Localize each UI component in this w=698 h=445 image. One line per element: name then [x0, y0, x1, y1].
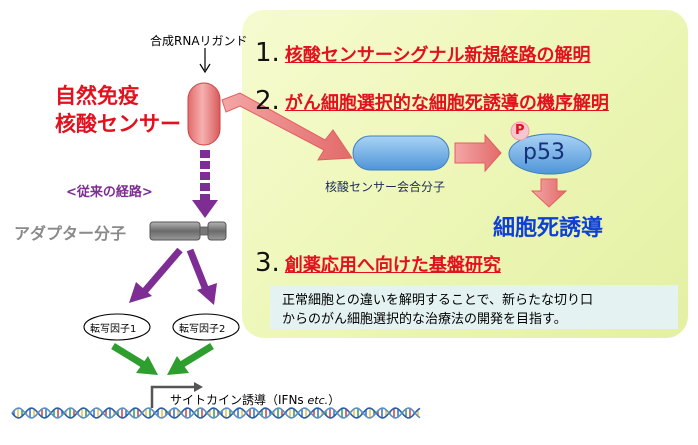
sensor-complex-label: 核酸センサー会合分子 [325, 180, 446, 194]
sensor-title-line2: 核酸センサー [55, 112, 181, 136]
promoter-arrow [150, 382, 203, 408]
dna-strand [11, 407, 421, 419]
goal-item-2: 2. がん細胞選択的な細胞死誘導の機序解明 [255, 86, 609, 116]
complex-to-p53-arrow [454, 133, 502, 173]
p53-label: p53 [523, 140, 565, 165]
adapter-molecule-label: アダプター分子 [14, 224, 127, 243]
synthetic-rna-ligand-label: 合成RNAリガンド [150, 34, 248, 48]
dna-helix [11, 407, 421, 419]
highlight-panel [242, 10, 688, 338]
tf2-green-arrow [167, 343, 214, 375]
adapter-to-tf1-arrow [129, 247, 183, 303]
p53-to-death-arrow [530, 178, 568, 208]
phosphate-label: P [515, 123, 525, 138]
cell-death-induction-label: 細胞死誘導 [493, 216, 604, 241]
p53-shape [508, 133, 592, 175]
goal-item-3: 3. 創薬応用へ向けた基盤研究 [255, 248, 501, 278]
cytokine-etc-text: etc. [307, 394, 329, 407]
nucleic-acid-sensor-shape [187, 82, 221, 146]
ligand-arrow [199, 48, 211, 74]
note-line-2: からのがん細胞選択的な治療法の開発を目指す。 [282, 312, 567, 327]
dna-strand [11, 407, 421, 419]
adapter-to-tf2-arrow [186, 248, 217, 305]
goal-item-1-number: 1. [255, 38, 280, 68]
cytokine-close-text: ） [328, 393, 341, 407]
goal-item-2-number: 2. [255, 86, 280, 116]
nucleic-acid-sensor-title: 自然免疫 核酸センサー [55, 82, 181, 138]
conventional-pathway-label: <従来の経路> [66, 185, 153, 200]
tf1-green-arrow [111, 343, 158, 375]
goal-item-3-text: 創薬応用へ向けた基盤研究 [284, 255, 501, 276]
adapter-molecule-shape [149, 221, 227, 241]
goal-item-1-text: 核酸センサーシグナル新規経路の解明 [284, 45, 591, 66]
note-line-1: 正常細胞との違いを解明することで、新らたな切り口 [282, 293, 593, 308]
goal-item-2-text: がん細胞選択的な細胞死誘導の機序解明 [284, 93, 609, 114]
sensor-title-line1: 自然免疫 [55, 84, 139, 108]
tf2-ellipse [172, 313, 240, 341]
tf1-ellipse [83, 313, 151, 341]
transcription-factor-2-label: 転写因子2 [179, 324, 226, 335]
sensor-complex-shape [352, 135, 450, 171]
conventional-pathway-arrow [192, 150, 218, 218]
cytokine-label-text: サイトカイン誘導（IFNs [170, 393, 308, 407]
goal-note-box: 正常細胞との違いを解明することで、新らたな切り口 からのがん細胞選択的な治療法の… [270, 285, 678, 329]
transcription-factor-1-label: 転写因子1 [90, 324, 137, 335]
goal-item-1: 1. 核酸センサーシグナル新規経路の解明 [255, 38, 591, 68]
phosphate-circle [510, 121, 530, 141]
sensor-to-complex-arrow [221, 92, 353, 161]
goal-item-3-number: 3. [255, 248, 280, 278]
cytokine-induction-label: サイトカイン誘導（IFNs etc.） [170, 391, 340, 408]
